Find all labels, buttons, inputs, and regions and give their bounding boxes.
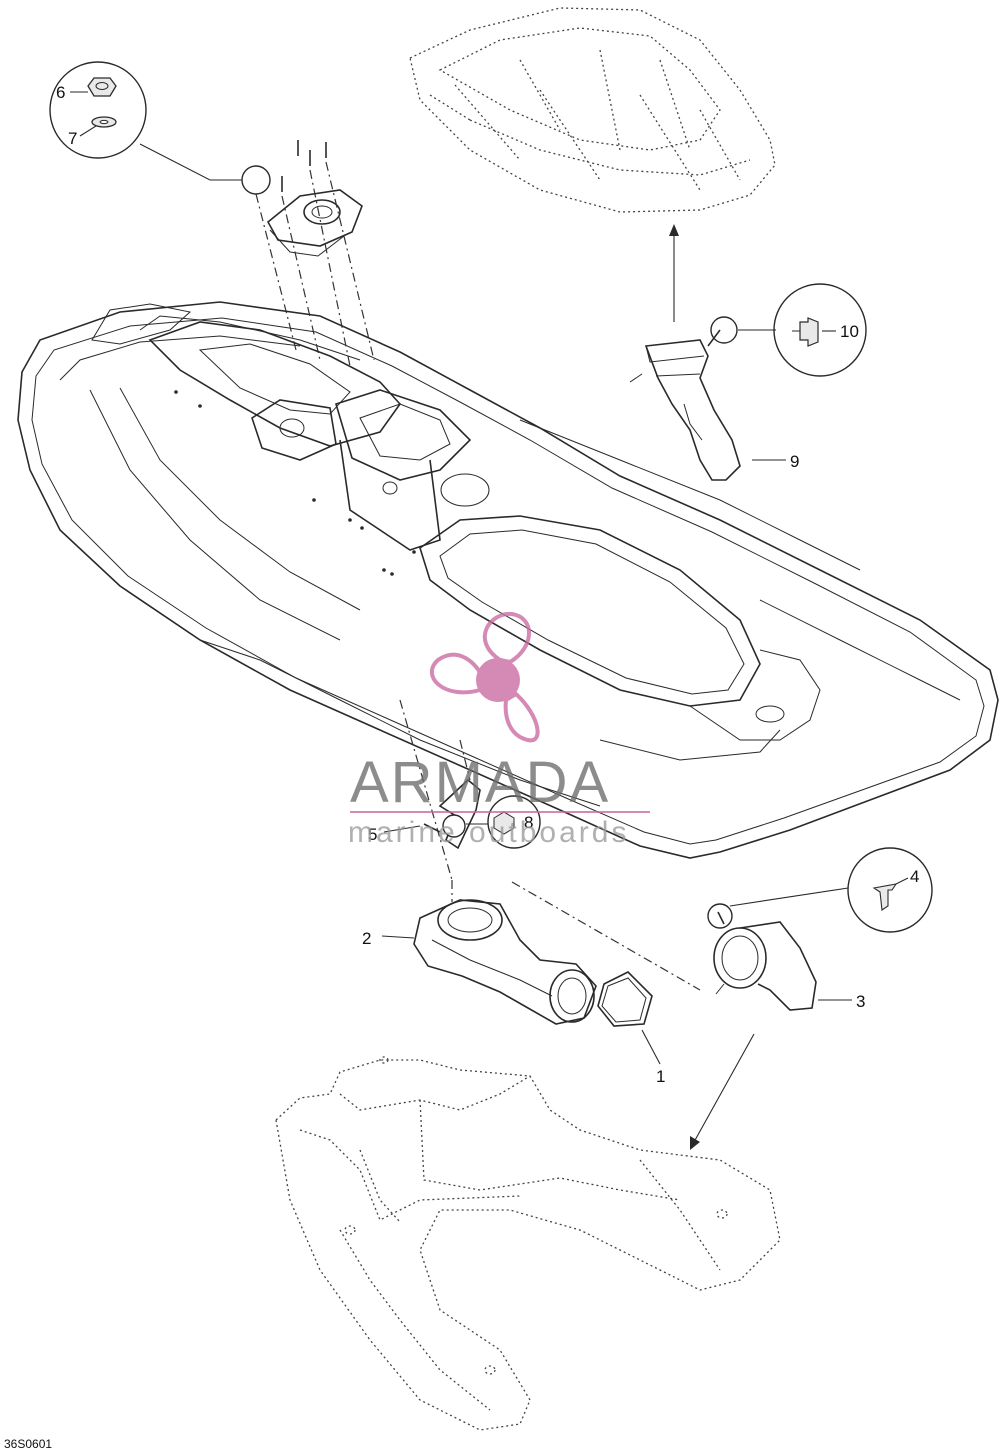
mounting-holes: [174, 390, 416, 576]
part-9-air-duct: 9: [629, 339, 799, 481]
callout-label-4: 4: [910, 867, 919, 886]
callout-label-6: 6: [56, 83, 65, 102]
callout-label-10: 10: [840, 322, 859, 341]
figure-code: 36S0601: [4, 1437, 52, 1451]
armada-watermark: ARMADA marine outboards: [348, 611, 650, 849]
callout-label-2: 2: [362, 929, 371, 948]
detail-circle-hardware: [49, 61, 147, 159]
callout-label-5: 5: [368, 825, 377, 844]
part-1-seal: 1: [597, 971, 665, 1086]
callout-label-7: 7: [68, 129, 77, 148]
callout-label-1: 1: [656, 1067, 665, 1086]
bracket-assembly: 8 5: [368, 699, 541, 881]
washer-icon: [91, 116, 117, 128]
propeller-logo-icon: [430, 611, 540, 743]
callout-group-10: 10: [707, 283, 867, 377]
watermark-tagline: marine outboards: [348, 816, 629, 849]
lower-hull-liner: [275, 1056, 781, 1431]
arrow-to-shell: [669, 224, 679, 322]
part-2-intake-tube: 2: [362, 880, 701, 1025]
watermark-brand: ARMADA: [350, 750, 610, 815]
push-rivet-icon: [792, 317, 819, 347]
upper-deck-shell: [409, 7, 776, 213]
callout-label-8: 8: [524, 813, 533, 832]
nut-icon: [87, 77, 117, 97]
push-rivet-icon-4: [872, 883, 898, 911]
callout-label-9: 9: [790, 452, 799, 471]
part-3-elbow: 3 4: [690, 847, 933, 1150]
hull-deck: [17, 301, 999, 859]
callout-label-3: 3: [856, 992, 865, 1011]
steering-support: [255, 140, 375, 367]
callout-group-6-7: 6 7: [49, 61, 271, 195]
screws: [281, 140, 327, 192]
